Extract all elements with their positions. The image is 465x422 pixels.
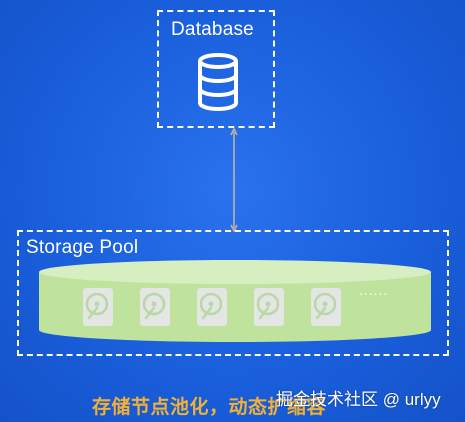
- storage-pool-container: Storage Pool ......: [17, 230, 449, 356]
- hard-disk-icon: [140, 288, 170, 326]
- storage-pool-cylinder: [39, 260, 431, 342]
- database-label: Database: [171, 19, 254, 40]
- hard-disk-icon: [254, 288, 284, 326]
- connector-arrow: [230, 128, 238, 232]
- database-icon: [198, 53, 238, 111]
- database-container: Database: [157, 10, 275, 128]
- hard-disk-icon: [197, 288, 227, 326]
- caption: 存储节点池化，动态扩缩容: [92, 397, 327, 418]
- more-disks-ellipsis: ......: [359, 282, 389, 298]
- hard-disk-icon: [83, 288, 113, 326]
- storage-pool-label: Storage Pool: [26, 237, 139, 258]
- hard-disk-icon: [311, 288, 341, 326]
- watermark: 掘金技术社区 @ urlyy: [276, 390, 441, 409]
